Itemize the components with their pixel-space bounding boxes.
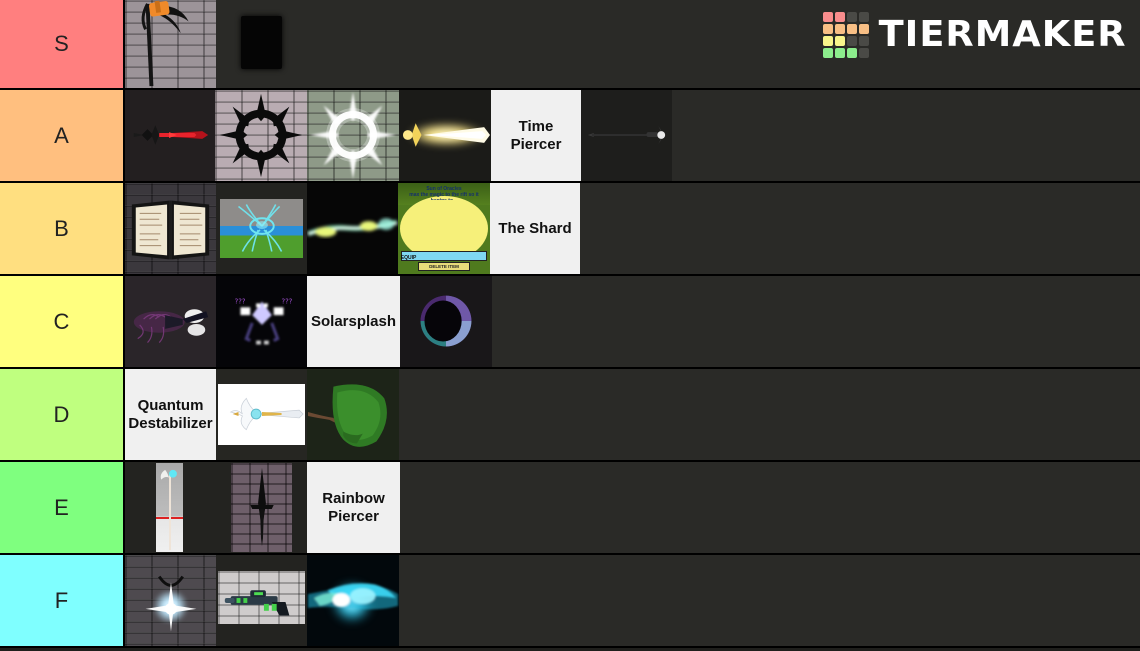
tier-item-open-spellbook[interactable]: [125, 183, 216, 274]
tier-item-cyan-spider-creature[interactable]: [216, 183, 307, 274]
tier-item-time-piercer[interactable]: Time Piercer: [491, 90, 581, 181]
tier-label-a[interactable]: A: [0, 90, 125, 181]
logo-cell-12: [822, 48, 833, 58]
tier-label-b[interactable]: B: [0, 183, 125, 274]
logo-cell-7: [858, 24, 869, 34]
tier-item-thin-dark-needle-sword[interactable]: [581, 90, 672, 181]
tier-label-f[interactable]: F: [0, 555, 125, 646]
tier-item-black-sun-emblem[interactable]: [215, 90, 307, 181]
tier-item-white-staff-cyan-gem[interactable]: [125, 462, 216, 553]
tier-item-dark-void-orb[interactable]: [400, 276, 492, 367]
logo-cell-11: [858, 36, 869, 46]
logo-cell-9: [834, 36, 845, 46]
tier-row-c: C: [0, 276, 1140, 369]
cyan-energy-claw-art: [307, 555, 399, 646]
logo-cell-1: [834, 12, 845, 22]
tier-items-c: ??? ??? Solarsplash: [125, 276, 1140, 367]
black-sun-emblem-art: [215, 90, 307, 181]
tier-item-green-sci-fi-rifle[interactable]: [216, 555, 307, 646]
tier-item-black-square-item[interactable]: [216, 0, 307, 88]
tier-row-f: F: [0, 555, 1140, 648]
tier-item-label: Solarsplash: [310, 312, 397, 330]
logo-cell-8: [822, 36, 833, 46]
black-dagger-on-brick-art: [216, 462, 307, 553]
logo-cell-10: [846, 36, 857, 46]
tier-item-starlight-blade-on-brick[interactable]: [125, 555, 216, 646]
tier-item-white-sun-emblem[interactable]: [307, 90, 399, 181]
tier-items-f: [125, 555, 1140, 646]
tier-row-b: B: [0, 183, 1140, 276]
tier-item-black-dagger-on-brick[interactable]: [216, 462, 307, 553]
tier-item-purple-spider-weapon[interactable]: [125, 276, 216, 367]
golden-glowing-sword-art: [399, 90, 491, 181]
red-greatsword-art: [125, 90, 215, 181]
green-energy-beam-art: [307, 183, 398, 274]
white-sun-emblem-art: [307, 90, 399, 181]
dark-void-orb-art: [400, 276, 492, 367]
tier-item-golden-glowing-sword[interactable]: [399, 90, 491, 181]
tier-item-solarsplash[interactable]: Solarsplash: [307, 276, 400, 367]
tier-label-c[interactable]: C: [0, 276, 125, 367]
svg-text:???: ???: [282, 297, 293, 305]
tiermaker-logo-grid: [822, 12, 869, 58]
logo-cell-3: [858, 12, 869, 22]
logo-cell-15: [858, 48, 869, 58]
tier-item-scythe-on-brick[interactable]: [125, 0, 216, 88]
scythe-on-brick-art: [125, 0, 216, 88]
glowing-face-mask-art: ??? ???: [216, 276, 307, 367]
tier-label-s[interactable]: S: [0, 0, 125, 88]
tier-item-glowing-face-mask[interactable]: ??? ???: [216, 276, 307, 367]
tiermaker-logo[interactable]: TIERMAKER: [822, 12, 1127, 58]
logo-cell-5: [834, 24, 845, 34]
tier-row-a: A: [0, 90, 1140, 183]
tier-item-cyan-energy-claw[interactable]: [307, 555, 399, 646]
green-sci-fi-rifle-art: [216, 555, 307, 646]
tier-items-s: [125, 0, 1140, 88]
tier-item-green-leaf-branch[interactable]: [307, 369, 399, 460]
tier-item-label: Rainbow Piercer: [322, 489, 385, 525]
tier-row-e: E Rainbow Piercer: [0, 462, 1140, 555]
tier-item-the-shard[interactable]: The Shard: [490, 183, 580, 274]
tier-items-d: Quantum Destabilizer: [125, 369, 1140, 460]
purple-spider-weapon-art: [125, 276, 216, 367]
tier-item-white-winged-blade[interactable]: [216, 369, 307, 460]
tiermaker-wordmark: TIERMAKER: [878, 14, 1127, 55]
tier-items-a: Time Piercer: [125, 90, 1140, 181]
tier-items-e: Rainbow Piercer: [125, 462, 1140, 553]
tier-item-label: Time Piercer: [510, 117, 562, 153]
white-staff-cyan-gem-art: [125, 462, 216, 553]
green-leaf-branch-art: [307, 369, 399, 460]
tier-label-d[interactable]: D: [0, 369, 125, 460]
black-square-item-art: [216, 0, 307, 88]
cyan-spider-creature-art: [216, 183, 307, 274]
logo-cell-4: [822, 24, 833, 34]
logo-cell-2: [846, 12, 857, 22]
tier-item-label: Quantum Destabilizer: [128, 396, 213, 432]
tier-item-rainbow-piercer[interactable]: Rainbow Piercer: [307, 462, 400, 553]
tier-item-red-greatsword[interactable]: [125, 90, 215, 181]
svg-text:???: ???: [235, 297, 246, 305]
white-winged-blade-art: [216, 369, 307, 460]
open-spellbook-art: [125, 183, 216, 274]
tier-label-e[interactable]: E: [0, 462, 125, 553]
logo-cell-13: [834, 48, 845, 58]
logo-cell-14: [846, 48, 857, 58]
tier-item-quantum-destabilizer[interactable]: Quantum Destabilizer: [125, 369, 216, 460]
tier-item-green-energy-beam[interactable]: [307, 183, 398, 274]
tier-item-label: The Shard: [498, 219, 572, 237]
tier-row-s: S: [0, 0, 1140, 90]
starlight-blade-on-brick-art: [125, 555, 216, 646]
thin-dark-needle-sword-art: [581, 90, 672, 181]
logo-cell-6: [846, 24, 857, 34]
logo-cell-0: [822, 12, 833, 22]
